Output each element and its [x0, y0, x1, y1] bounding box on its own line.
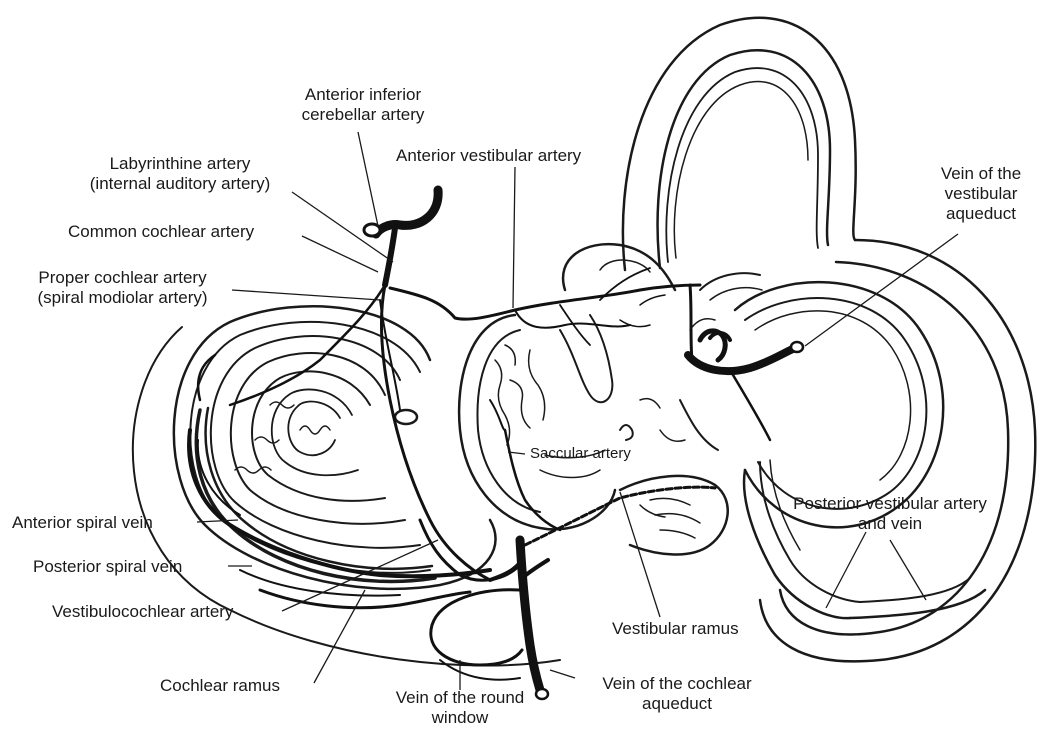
vestibule [459, 244, 728, 554]
label-labyrinthine-line2: (internal auditory artery) [60, 174, 300, 194]
label-common-cochlear-artery: Common cochlear artery [68, 222, 254, 242]
label-anterior-spiral-vein: Anterior spiral vein [12, 513, 153, 533]
label-vestibular-ramus: Vestibular ramus [612, 619, 739, 639]
label-labyrinthine-line1: Labyrinthine artery [60, 154, 300, 174]
label-vestibular-aqueduct-line2: vestibular [925, 184, 1037, 204]
label-posterior-spiral-vein: Posterior spiral vein [33, 557, 182, 577]
label-saccular-artery: Saccular artery [530, 444, 631, 464]
label-anterior-vestibular-artery: Anterior vestibular artery [396, 146, 581, 166]
label-round-window-line1: Vein of the round [360, 688, 560, 708]
label-cochlear-aqueduct-line1: Vein of the cochlear [572, 674, 782, 694]
label-labyrinthine-artery: Labyrinthine artery (internal auditory a… [60, 154, 300, 194]
label-vein-cochlear-aqueduct: Vein of the cochlear aqueduct [572, 674, 782, 714]
label-proper-cochlear-line1: Proper cochlear artery [10, 268, 235, 288]
leader-lines [197, 132, 958, 690]
label-aica-line2: cerebellar artery [268, 105, 458, 125]
label-posterior-vestibular-artery: Posterior vestibular artery and vein [765, 494, 1015, 534]
label-proper-cochlear-line2: (spiral modiolar artery) [10, 288, 235, 308]
label-posterior-vestibular-line2: and vein [765, 514, 1015, 534]
label-cochlear-ramus: Cochlear ramus [160, 676, 280, 696]
label-vestibular-aqueduct-line3: aqueduct [925, 204, 1037, 224]
label-cochlear-aqueduct-line2: aqueduct [572, 694, 782, 714]
label-aica: Anterior inferior cerebellar artery [268, 85, 458, 125]
label-vestibular-aqueduct-line1: Vein of the [925, 164, 1037, 184]
label-vein-round-window: Vein of the round window [360, 688, 560, 728]
label-aica-line1: Anterior inferior [268, 85, 458, 105]
label-posterior-vestibular-line1: Posterior vestibular artery [765, 494, 1015, 514]
label-proper-cochlear-artery: Proper cochlear artery (spiral modiolar … [10, 268, 235, 308]
label-vestibulocochlear-artery: Vestibulocochlear artery [52, 602, 233, 622]
label-round-window-line2: window [360, 708, 560, 728]
semicircular-canals [623, 18, 1035, 662]
label-vein-vestibular-aqueduct: Vein of the vestibular aqueduct [925, 164, 1037, 224]
